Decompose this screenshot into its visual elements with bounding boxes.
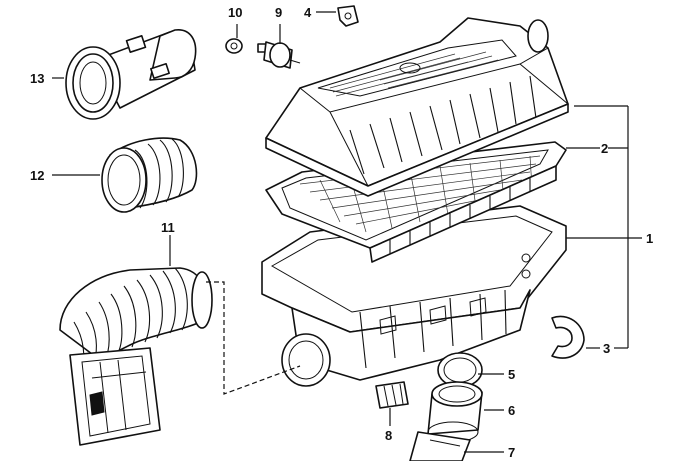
callout-6: 6 xyxy=(508,403,515,418)
callout-4: 4 xyxy=(304,5,312,20)
callout-3: 3 xyxy=(603,341,610,356)
callout-8: 8 xyxy=(385,428,392,443)
part-6-sleeve xyxy=(427,381,483,443)
part-13-intake-funnel xyxy=(65,29,197,120)
callout-11: 11 xyxy=(161,220,175,235)
callout-1: 1 xyxy=(646,231,653,246)
part-4-clip xyxy=(337,5,359,27)
part-8-grommet xyxy=(375,381,409,409)
part-1-filter-housing-lower xyxy=(261,205,567,387)
callout-7: 7 xyxy=(508,445,515,460)
callout-9: 9 xyxy=(275,5,282,20)
part-9-rubber-mount xyxy=(257,41,301,69)
part-3-spring-clip xyxy=(551,315,585,359)
part-7-outlet-pipe xyxy=(409,431,471,461)
callout-5: 5 xyxy=(508,367,515,382)
leader-lines xyxy=(52,11,642,453)
part-10-nut xyxy=(225,38,243,54)
part-11-flexible-intake-duct xyxy=(59,267,213,446)
callout-13: 13 xyxy=(30,71,44,86)
part-12-rubber-bellows xyxy=(101,137,198,213)
callout-2: 2 xyxy=(601,141,608,156)
callout-12: 12 xyxy=(30,168,44,183)
part-1-filter-housing-cover xyxy=(265,17,569,197)
callout-10: 10 xyxy=(228,5,242,20)
callout-numbers: 1 2 3 4 5 6 7 8 9 10 11 12 13 xyxy=(30,5,653,460)
